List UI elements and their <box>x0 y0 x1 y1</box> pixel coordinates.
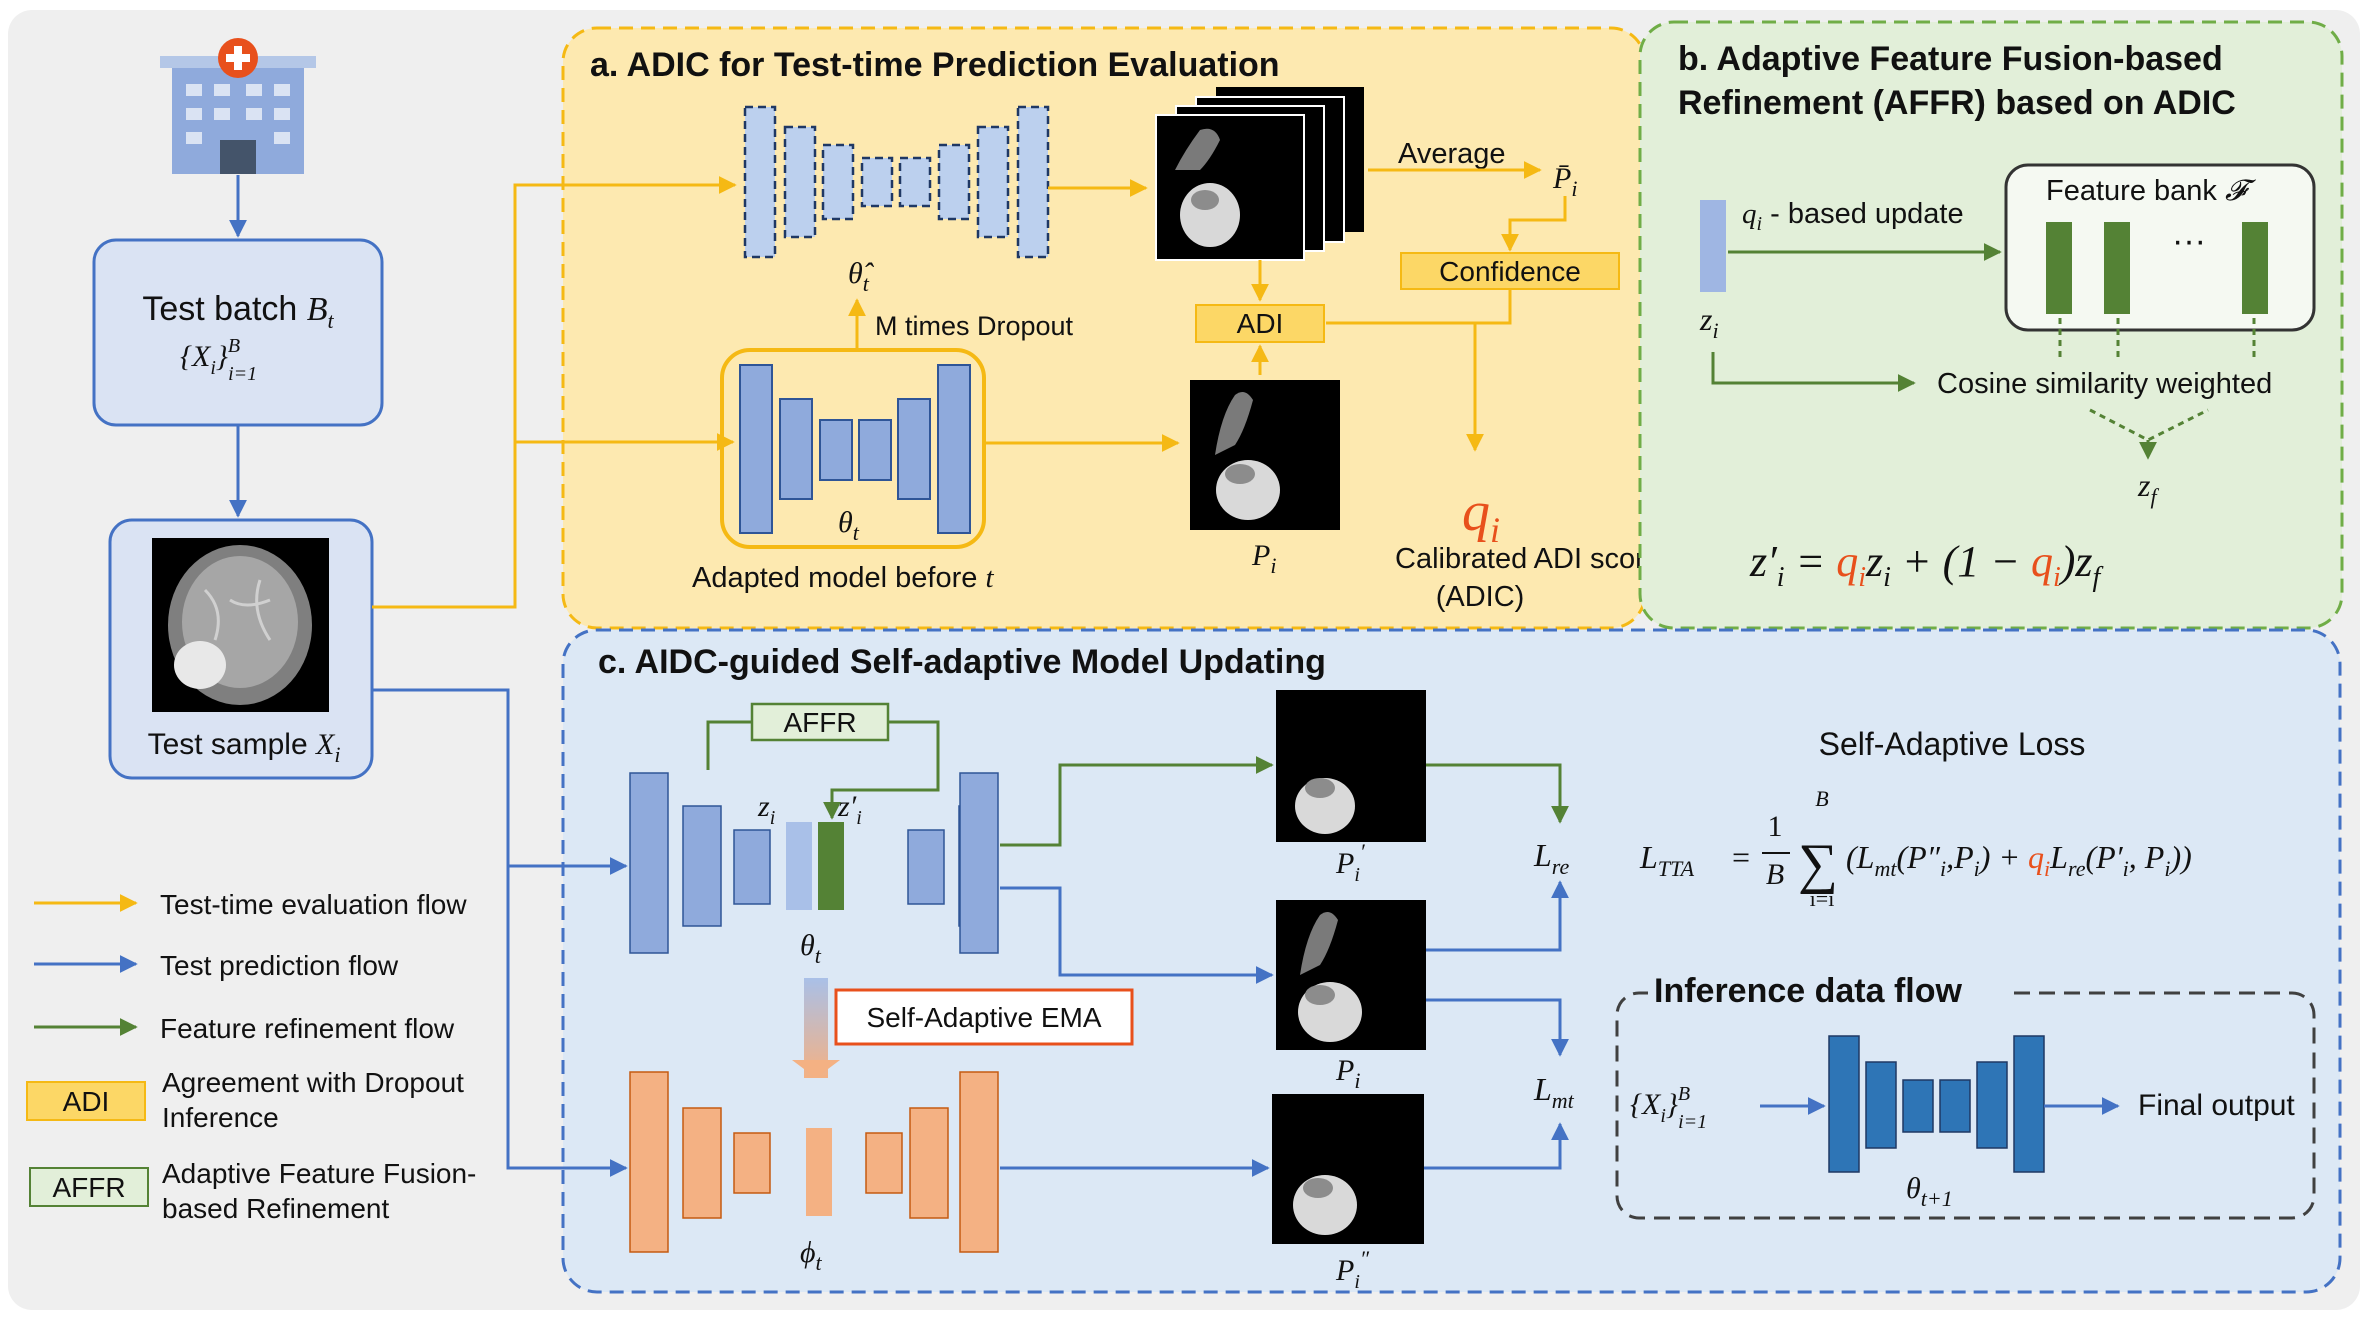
confidence-box <box>1400 252 1620 290</box>
z-i-feature-bar <box>1700 200 1726 292</box>
prediction-p-image <box>1276 900 1426 1050</box>
adi-label: ADI <box>1237 308 1284 339</box>
panel-b-title-2: Refinement (AFFR) based on ADIC <box>1678 84 2236 122</box>
legend-pred-flow: Test prediction flow <box>160 950 399 981</box>
ema-box <box>834 988 1134 1046</box>
dropout-network <box>743 105 1050 259</box>
panel-c-title: c. AIDC-guided Self-adaptive Model Updat… <box>598 643 1326 681</box>
svg-text:∑: ∑ <box>1798 833 1838 895</box>
svg-text:1: 1 <box>1768 810 1783 843</box>
hospital-icon <box>160 38 316 174</box>
loss-title: Self-Adaptive Loss <box>1819 726 2086 762</box>
svg-text:B: B <box>1815 786 1828 811</box>
svg-text:B: B <box>1766 858 1784 891</box>
p-i-label: Pi <box>1251 539 1276 578</box>
l-mt-label: Lmt <box>1533 1071 1575 1113</box>
legend-eval-flow: Test-time evaluation flow <box>160 889 467 920</box>
average-label: Average <box>1398 138 1506 170</box>
fusion-formula: z′i = qizi + (1 − qi)zf <box>1749 537 2104 593</box>
legend-affr-desc-1: Adaptive Feature Fusion- <box>162 1158 476 1189</box>
test-batch-box <box>92 238 384 427</box>
legend-affr-box <box>29 1167 149 1207</box>
feature-bank-box <box>2004 163 2316 332</box>
feature-bank-label: Feature bank 𝓕 <box>2046 175 2257 207</box>
panel-b: b. Adaptive Feature Fusion-based Refinem… <box>1638 20 2344 630</box>
confidence-label: Confidence <box>1439 256 1581 287</box>
legend-adi-desc-2: Inference <box>162 1102 279 1133</box>
brain-mri-image <box>152 538 329 712</box>
legend-adi-box <box>26 1081 146 1121</box>
z-i-bar <box>786 822 812 910</box>
svg-text:i=i: i=i <box>1810 886 1835 911</box>
panel-a-title: a. ADIC for Test-time Prediction Evaluat… <box>590 46 1280 84</box>
phi-t-label: ϕt <box>800 1236 823 1275</box>
p-i-prime-label: Pi′ <box>1335 839 1366 886</box>
p-i-double-prime-label: Pi″ <box>1335 1246 1370 1293</box>
inference-title-bg <box>1648 975 2006 1011</box>
affr-box <box>750 702 890 742</box>
teacher-network <box>629 1071 999 1253</box>
test-batch-label: Test batch Bt <box>142 290 334 333</box>
feature-bank-ellipsis: ··· <box>2172 222 2206 260</box>
adic-label: (ADIC) <box>1436 581 1525 613</box>
calibrated-adi-label: Calibrated ADI score <box>1395 543 1661 575</box>
p-i-c-label: Pi <box>1335 1054 1360 1093</box>
legend-adi-label: ADI <box>63 1086 110 1117</box>
prediction-p-double-prime-image <box>1272 1094 1424 1244</box>
theta-t-c-label: θt <box>800 929 822 968</box>
svg-text:(Lmt(P″i,Pi) + qiLre(P′i, Pi)): (Lmt(P″i,Pi) + qiLre(P′i, Pi)) <box>1846 839 2192 881</box>
svg-text:=: = <box>1732 839 1750 875</box>
legend-refine-flow: Feature refinement flow <box>160 1013 455 1044</box>
z-i-prime-c-label: z′i <box>837 790 862 829</box>
l-re-label: Lre <box>1533 837 1570 879</box>
student-last-layer <box>959 772 999 954</box>
legend-affr-label: AFFR <box>52 1172 125 1203</box>
cosine-similarity-label: Cosine similarity weighted <box>1937 368 2272 400</box>
z-i-c-label: zi <box>757 790 775 829</box>
theta-t1-label: θt+1 <box>1906 1172 1953 1211</box>
panel-c: c. AIDC-guided Self-adaptive Model Updat… <box>561 628 2342 1294</box>
ema-arrow-head <box>792 1060 840 1078</box>
test-sample-label: Test sample Xi <box>148 728 341 767</box>
loss-formula: LTTA = 1 B ∑ B i=i (Lmt(P″i,Pi) + qiLre(… <box>1639 786 2192 911</box>
adi-box <box>1195 304 1325 343</box>
q-based-update-label: qi - based update <box>1742 198 1964 235</box>
final-output-label: Final output <box>2138 1089 2295 1122</box>
feature-bank-bars <box>2046 222 2268 314</box>
panel-a: a. ADIC for Test-time Prediction Evaluat… <box>561 26 1661 630</box>
flow-arrows <box>229 161 2256 1177</box>
affr-label: AFFR <box>783 707 856 738</box>
prediction-pi-image <box>1190 380 1340 530</box>
m-times-dropout-label: M times Dropout <box>875 311 1074 341</box>
legend-affr-desc-2: based Refinement <box>162 1193 389 1224</box>
adapted-network <box>739 364 971 534</box>
panel-b-title-1: b. Adaptive Feature Fusion-based <box>1678 40 2223 78</box>
inference-network <box>1828 1035 2045 1173</box>
legend-adi-desc-1: Agreement with Dropout <box>162 1067 464 1098</box>
z-i-label: zi <box>1699 301 1719 343</box>
inference-title: Inference data flow <box>1654 972 1963 1010</box>
adapted-model-label: Adapted model before t <box>692 562 994 594</box>
theta-t-label: θt <box>838 506 860 545</box>
z-i-prime-bar <box>818 822 844 910</box>
dropout-predictions-stack <box>1155 87 1364 261</box>
ema-label: Self-Adaptive EMA <box>867 1002 1102 1033</box>
legend: Test-time evaluation flow Test predictio… <box>26 889 476 1224</box>
p-bar-label: P̄i <box>1552 162 1577 201</box>
prediction-p-prime-image <box>1276 690 1426 842</box>
q-i-symbol: qi <box>1462 481 1500 550</box>
svg-text:LTTA: LTTA <box>1639 839 1695 881</box>
